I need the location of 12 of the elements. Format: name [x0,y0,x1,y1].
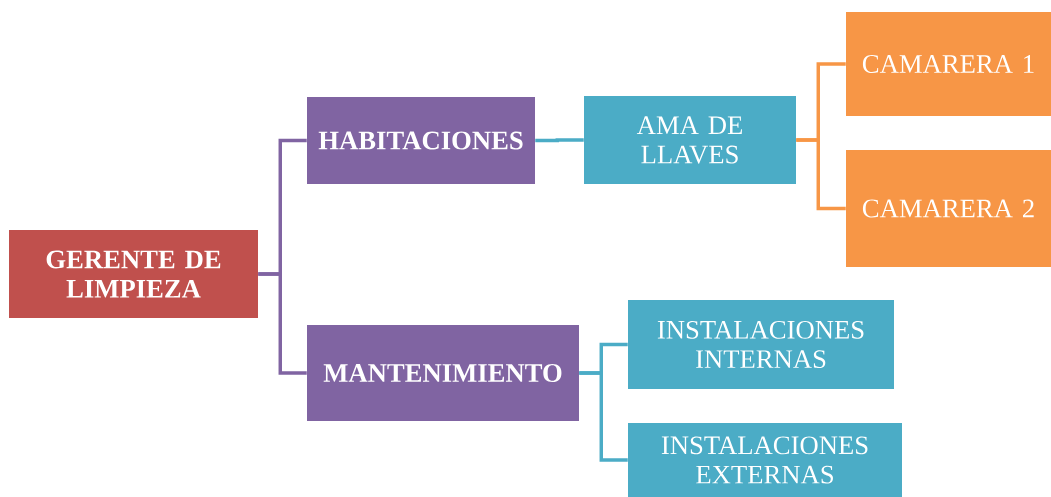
connector-line [796,138,846,211]
role-box: AMA DE LLAVES [584,96,796,184]
staff-box: CAMARERA 1 [846,12,1051,116]
connector-line [258,272,307,375]
department-box: HABITACIONES [307,97,535,184]
department-box: MANTENIMIENTO [307,325,579,421]
connector-line [579,371,628,462]
area-box: INSTALACIONES INTERNAS [628,300,894,389]
staff-box: CAMARERA 2 [846,150,1051,267]
area-box: INSTALACIONES EXTERNAS [628,423,902,497]
manager-box: GERENTE DE LIMPIEZA [9,230,258,318]
connector-line [535,138,584,143]
